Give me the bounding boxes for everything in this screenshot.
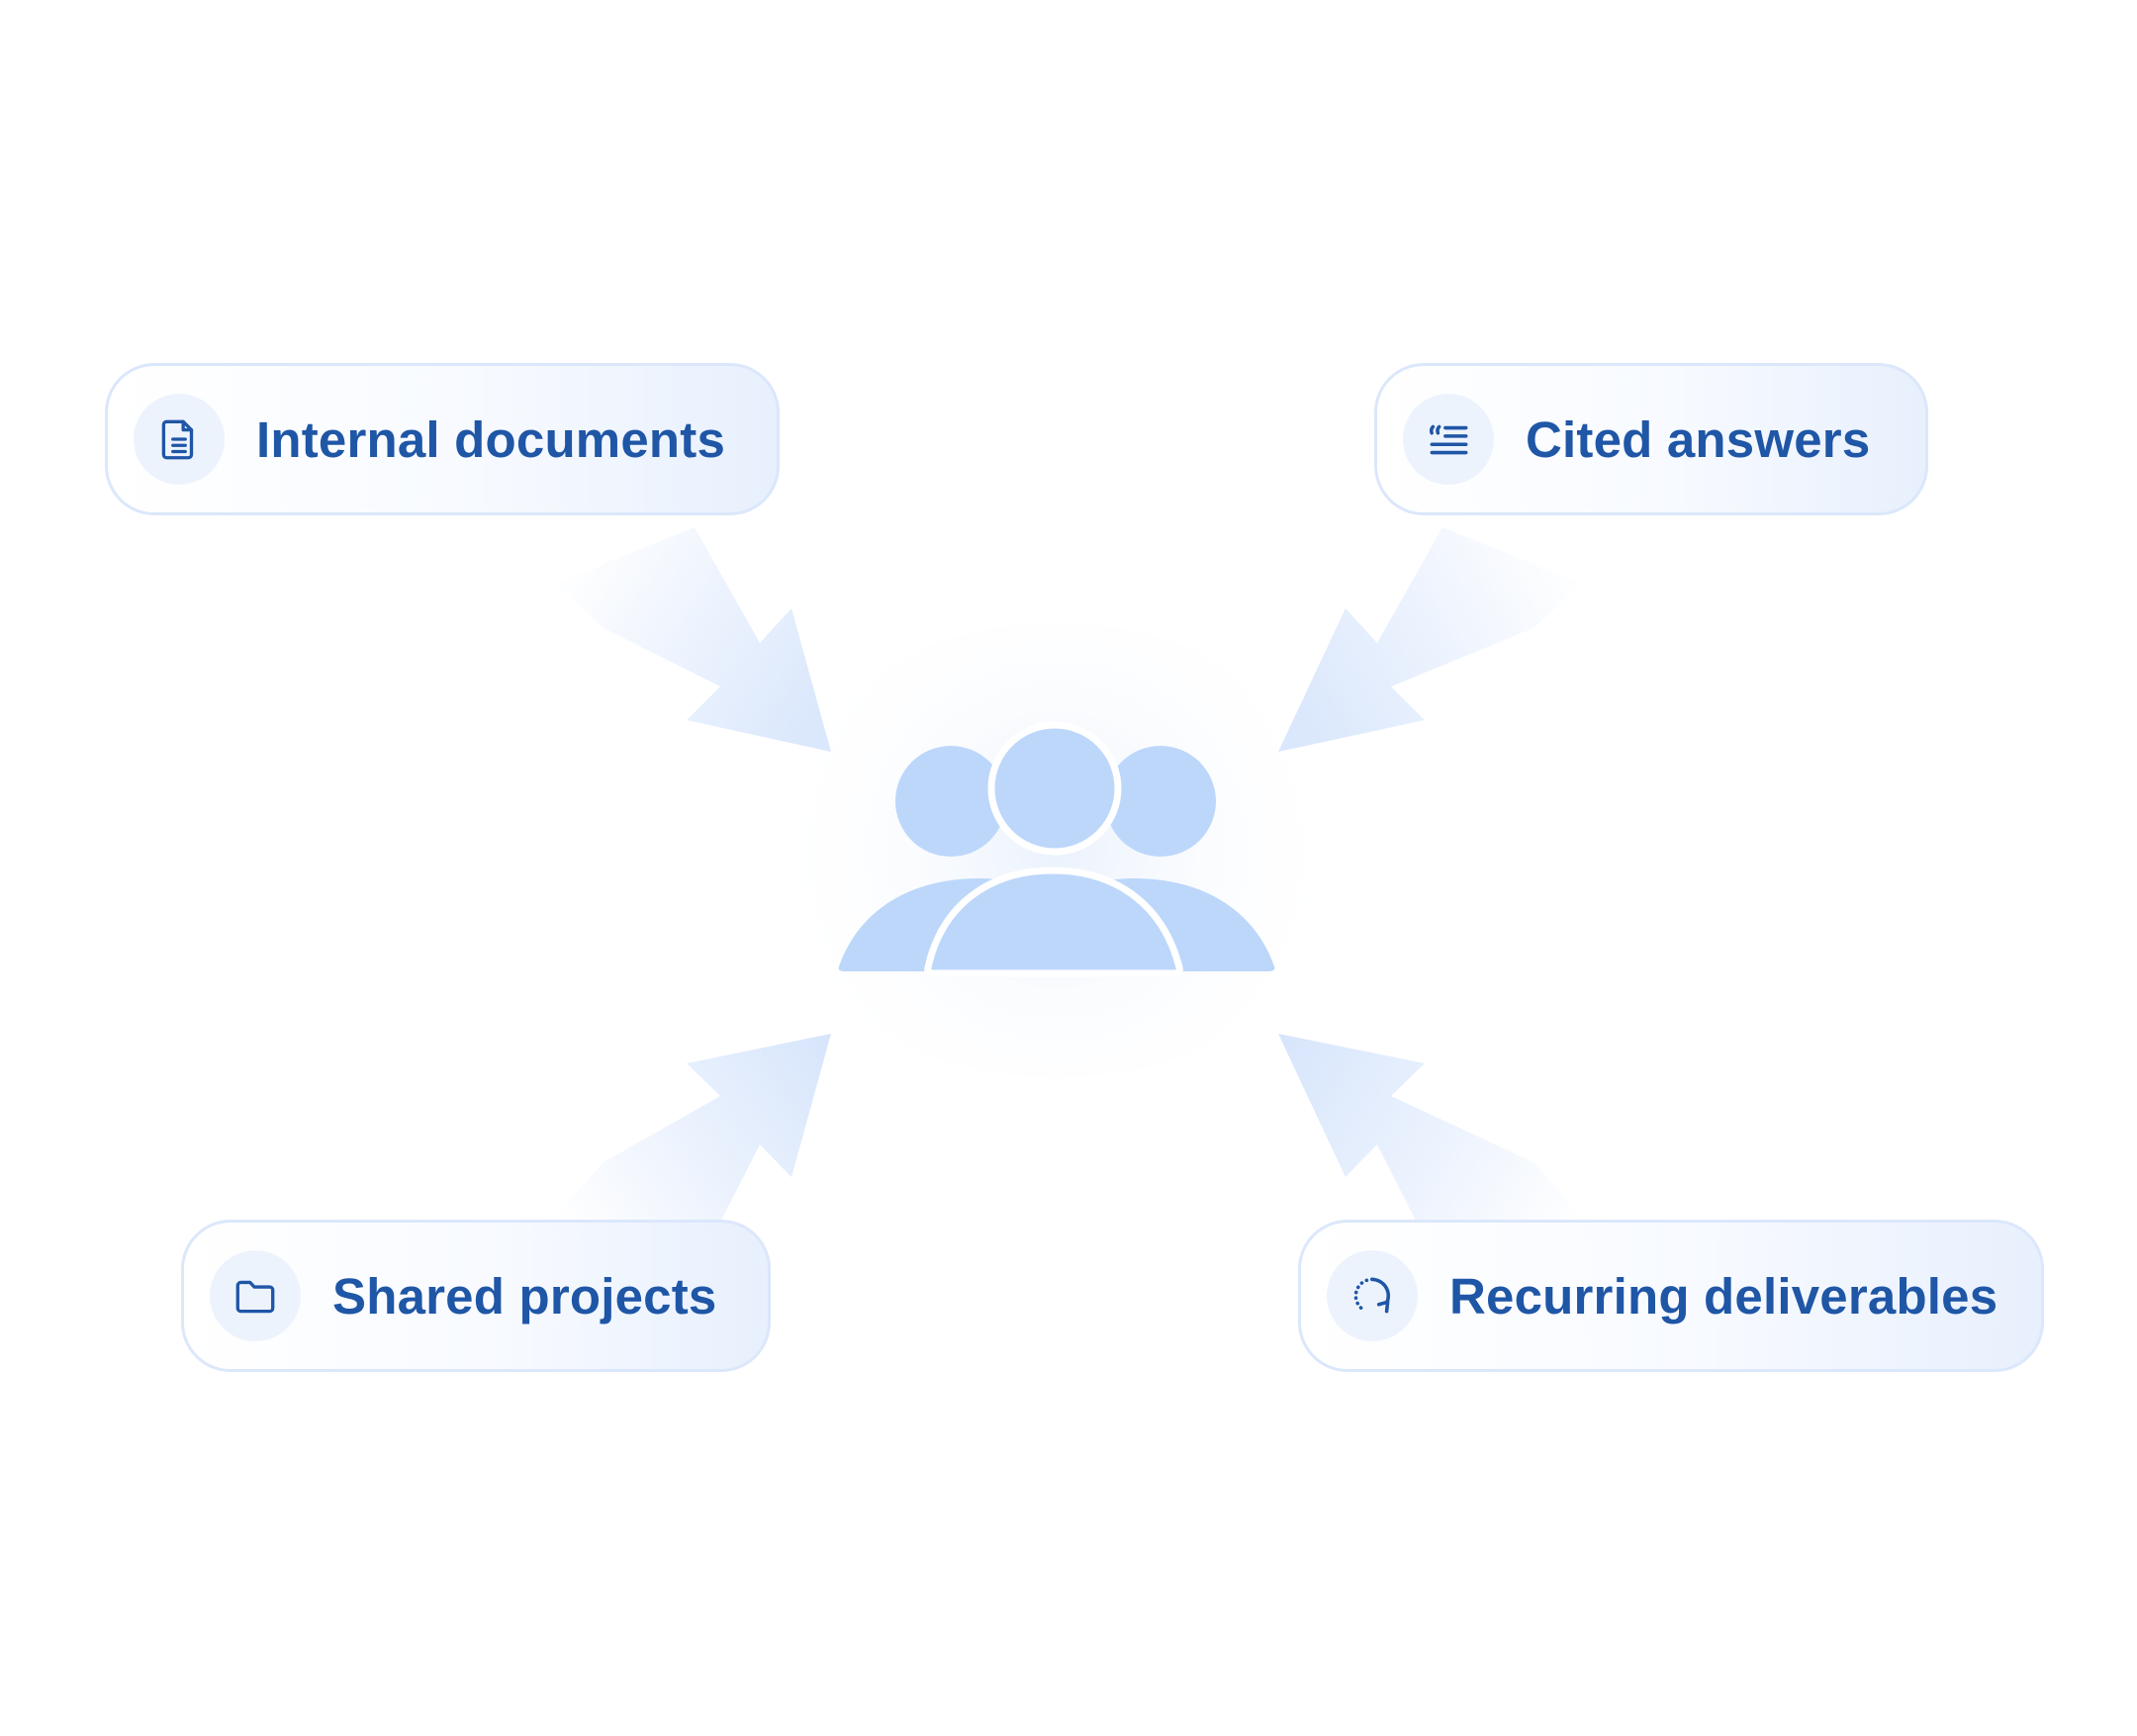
folder-icon [210, 1250, 301, 1341]
arrow-from-shared-projects [554, 1034, 831, 1273]
arrow-from-internal-documents [554, 527, 831, 752]
node-shared-projects: Shared projects [181, 1220, 771, 1372]
arrow-from-cited-answers [1278, 527, 1583, 752]
node-label: Cited answers [1526, 411, 1871, 468]
users-group-icon [760, 623, 1353, 1078]
quote-text-icon [1403, 394, 1494, 485]
node-internal-documents: Internal documents [105, 363, 780, 515]
node-label: Recurring deliverables [1449, 1267, 1998, 1325]
node-recurring-deliverables: Recurring deliverables [1298, 1220, 2044, 1372]
arrow-from-recurring-deliverables [1278, 1034, 1583, 1273]
refresh-icon [1327, 1250, 1418, 1341]
node-label: Shared projects [332, 1267, 717, 1325]
document-icon [134, 394, 225, 485]
node-cited-answers: Cited answers [1374, 363, 1928, 515]
node-label: Internal documents [256, 411, 726, 468]
